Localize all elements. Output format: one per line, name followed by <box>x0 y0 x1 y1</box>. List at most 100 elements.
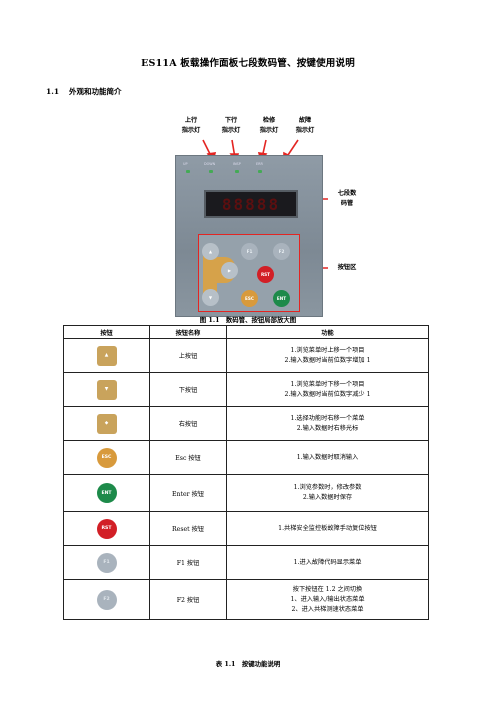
led-label-err: ERR <box>256 162 263 166</box>
led-insp <box>235 170 239 173</box>
key-description: 1.浏览菜单时上移一个项目 2.输入数据时当前位数字增加 1 <box>226 338 429 373</box>
section-heading: 1.1 外观和功能简介 <box>46 86 122 97</box>
f2-key-icon: F2 <box>96 589 117 610</box>
right-key[interactable]: ▶ <box>221 262 238 279</box>
section-number: 1.1 <box>46 87 60 96</box>
desc-line: 2.输入数据时当前位数字增加 1 <box>284 356 371 364</box>
right-arrow-icon: ◆ <box>96 413 117 434</box>
key-description: 1.共梯安全监控板故障手动复位按钮 <box>226 511 429 546</box>
rst-key-icon: RST <box>96 518 117 539</box>
key-icon-cell: ESC <box>63 440 150 475</box>
led-label-insp: INSP <box>233 162 241 166</box>
desc-line: 1.输入数据时取消输入 <box>296 453 359 461</box>
figure-caption: 图 1.1 数码管、按钮局部放大图 <box>199 316 297 324</box>
key-name: F1 按钮 <box>149 545 227 580</box>
indicator-label-fault: 故障 指示灯 <box>291 116 319 136</box>
key-name: 下按钮 <box>149 372 227 407</box>
ent-key-icon: ENT <box>96 483 117 503</box>
section-title: 外观和功能简介 <box>69 87 122 96</box>
f2-key[interactable]: F2 <box>273 243 290 260</box>
display-label: 七段数 码管 <box>330 189 364 209</box>
desc-line: 2.输入数据时保存 <box>302 494 353 501</box>
label-line2: 指示灯 <box>221 127 241 134</box>
header-name: 按钮名称 <box>149 325 227 339</box>
desc-line: 1.共梯安全监控板故障手动复位按钮 <box>278 524 377 532</box>
ent-key[interactable]: ENT <box>273 290 290 307</box>
table-row: ENT Enter 按钮 1.浏览参数时，修改参数 2.输入数据时保存 <box>63 474 429 512</box>
table-row: ▼ 下按钮 1.浏览菜单时下移一个项目 2.输入数据时当前位数字减少 1 <box>63 372 429 407</box>
desc-line: 1.选择功能时右移一个菜单 <box>290 414 365 422</box>
key-name: F2 按钮 <box>149 579 227 620</box>
table-row: ESC Esc 按钮 1.输入数据时取消输入 <box>63 440 429 475</box>
key-icon-cell: ENT <box>63 474 150 512</box>
key-icon-cell: ▲ <box>63 338 150 373</box>
key-icon-cell: F2 <box>63 579 150 620</box>
label-line2: 指示灯 <box>259 127 279 134</box>
indicator-label-insp: 检修 指示灯 <box>255 116 283 136</box>
table-row: F2 F2 按钮 按下按钮在 1.2 之间切换 1、进入输入/输出状态菜单 2、进入… <box>63 579 429 620</box>
desc-line: 1.浏览参数时，修改参数 <box>293 484 362 491</box>
desc-line: 1、进入输入/输出状态菜单 <box>290 595 365 603</box>
desc-line: 1.进入故障代码显示菜单 <box>293 558 362 566</box>
label-line1: 上行 <box>184 117 198 124</box>
key-description: 1.浏览菜单时下移一个项目 2.输入数据时当前位数字减少 1 <box>226 372 429 407</box>
desc-line: 按下按钮在 1.2 之间切换 <box>292 585 363 593</box>
key-icon-cell: ▼ <box>63 372 150 407</box>
key-function-table: 按钮 按钮名称 功能 ▲ 上按钮 1.浏览菜单时上移一个项目 2.输入数据时当前位… <box>63 325 429 620</box>
up-arrow-icon: ▲ <box>96 345 117 366</box>
down-key[interactable]: ▼ <box>202 289 219 306</box>
seven-segment-display: 88888 <box>204 190 298 218</box>
key-name: Reset 按钮 <box>149 511 227 546</box>
key-icon-cell: RST <box>63 511 150 546</box>
key-description: 1.选择功能时右移一个菜单 2.输入数据时右移光标 <box>226 406 429 441</box>
key-name: Enter 按钮 <box>149 474 227 512</box>
led-up <box>186 170 190 173</box>
table-row: ◆ 右按钮 1.选择功能时右移一个菜单 2.输入数据时右移光标 <box>63 406 429 441</box>
label-line1: 七段数 <box>337 190 357 197</box>
header-key: 按钮 <box>63 325 150 339</box>
label-line2: 指示灯 <box>181 127 201 134</box>
led-label-up: UP <box>183 162 188 166</box>
rst-key[interactable]: RST <box>257 266 274 283</box>
table-row: RST Reset 按钮 1.共梯安全监控板故障手动复位按钮 <box>63 511 429 546</box>
desc-line: 2.输入数据时当前位数字减少 1 <box>284 390 371 398</box>
keypad-label: 按钮区 <box>337 264 357 271</box>
key-name: 上按钮 <box>149 338 227 373</box>
label-line1: 检修 <box>262 117 276 124</box>
led-err <box>258 170 262 173</box>
indicator-label-down: 下行 指示灯 <box>217 116 245 136</box>
key-description: 1.浏览参数时，修改参数 2.输入数据时保存 <box>226 474 429 512</box>
key-description: 1.进入故障代码显示菜单 <box>226 545 429 580</box>
led-label-down: DOWN <box>204 162 216 166</box>
desc-line: 2.输入数据时右移光标 <box>296 424 359 432</box>
desc-line: 1.浏览菜单时下移一个项目 <box>290 380 365 388</box>
desc-line: 1.浏览菜单时上移一个项目 <box>290 346 365 354</box>
key-description: 按下按钮在 1.2 之间切换 1、进入输入/输出状态菜单 2、进入共梯测速状态菜单 <box>226 579 429 620</box>
header-function: 功能 <box>226 325 429 339</box>
key-description: 1.输入数据时取消输入 <box>226 440 429 475</box>
control-panel-photo: UP DOWN INSP ERR 88888 ▲ ▶ ▼ F1 F2 RST E… <box>175 155 323 317</box>
label-line2: 指示灯 <box>295 127 315 134</box>
label-line2: 码管 <box>340 200 354 207</box>
up-key[interactable]: ▲ <box>202 243 219 260</box>
table-row: F1 F1 按钮 1.进入故障代码显示菜单 <box>63 545 429 580</box>
f1-key-icon: F1 <box>96 552 117 573</box>
key-name: Esc 按钮 <box>149 440 227 475</box>
led-down <box>209 170 213 173</box>
table-row: ▲ 上按钮 1.浏览菜单时上移一个项目 2.输入数据时当前位数字增加 1 <box>63 338 429 373</box>
label-line1: 下行 <box>224 117 238 124</box>
desc-line: 2、进入共梯测速状态菜单 <box>291 605 364 613</box>
keypad-area: ▲ ▶ ▼ F1 F2 RST ESC ENT <box>198 234 300 312</box>
esc-key-icon: ESC <box>96 447 117 468</box>
table-caption: 表 1.1 按键功能说明 <box>215 660 281 668</box>
esc-key[interactable]: ESC <box>241 290 258 307</box>
key-name: 右按钮 <box>149 406 227 441</box>
key-icon-cell: F1 <box>63 545 150 580</box>
indicator-label-up: 上行 指示灯 <box>177 116 205 136</box>
table-header-row: 按钮 按钮名称 功能 <box>63 325 429 339</box>
f1-key[interactable]: F1 <box>241 243 258 260</box>
display-digits: 88888 <box>221 194 281 214</box>
key-icon-cell: ◆ <box>63 406 150 441</box>
label-line1: 故障 <box>298 117 312 124</box>
document-title: ES11A 板载操作面板七段数码管、按键使用说明 <box>141 58 355 69</box>
